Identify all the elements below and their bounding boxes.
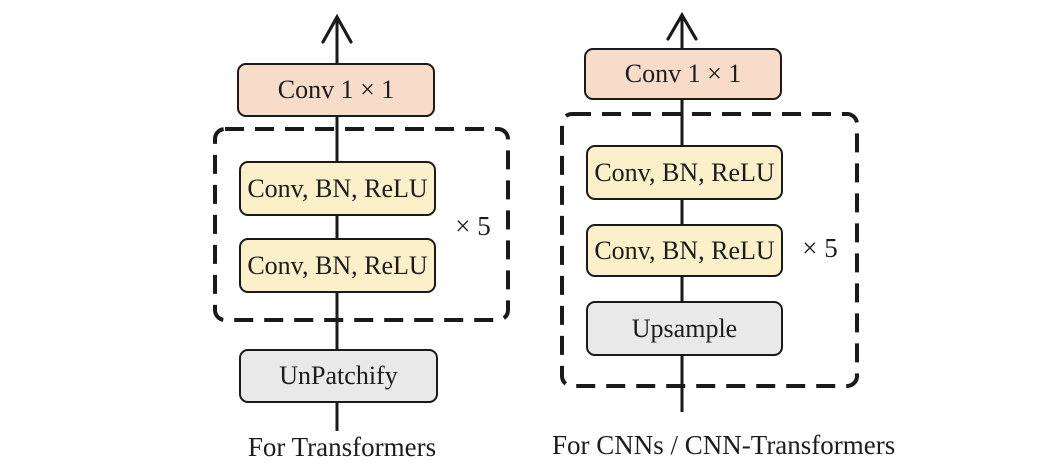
conv-bn-relu-box-right-1: Conv, BN, ReLU xyxy=(586,145,783,200)
conv-bn-relu-box-right-2: Conv, BN, ReLU xyxy=(586,224,783,277)
upsample-box: Upsample xyxy=(586,301,783,356)
repeat-multiplier-label-right: × 5 xyxy=(802,233,838,263)
conv-bn-relu-box-left-2: Conv, BN, ReLU xyxy=(239,238,436,293)
diagram-caption-cnns: For CNNs / CNN-Transformers xyxy=(552,430,896,460)
repeat-block-dashed-border-left xyxy=(213,127,510,322)
conv-bn-relu-box-left-1: Conv, BN, ReLU xyxy=(239,161,436,216)
unpatchify-box: UnPatchify xyxy=(239,349,438,403)
repeat-block-dashed-border-right xyxy=(560,112,859,388)
conv1x1-box-right: Conv 1 × 1 xyxy=(584,48,782,100)
arrow-up-icon-right xyxy=(666,11,698,41)
diagram-caption-transformers: For Transformers xyxy=(247,432,437,462)
conv1x1-box-left: Conv 1 × 1 xyxy=(237,63,435,117)
repeat-multiplier-label-left: × 5 xyxy=(455,211,491,241)
arrow-up-icon-left xyxy=(321,13,353,44)
